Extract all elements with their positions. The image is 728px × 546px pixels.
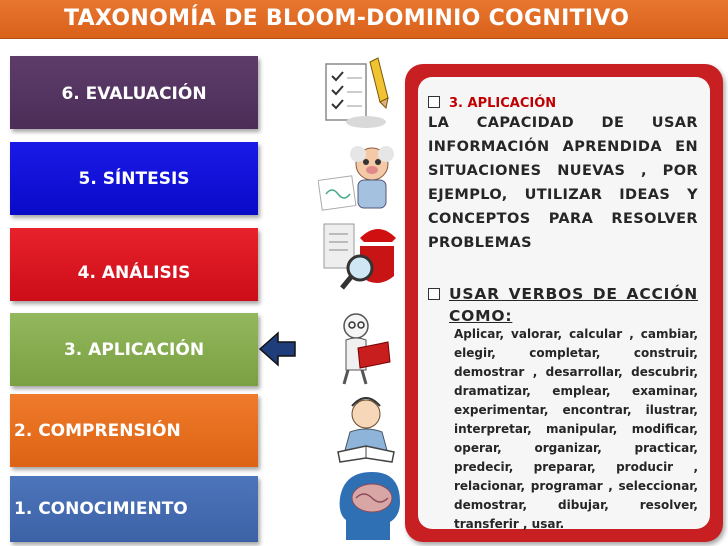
level-conocimiento: 1. CONOCIMIENTO bbox=[10, 476, 258, 542]
magnifier-detective-icon bbox=[323, 223, 396, 290]
verbs-list: Aplicar, valorar, calcular , cambiar, el… bbox=[454, 327, 698, 531]
level-aplicacion: 3. APLICACIÓN bbox=[10, 313, 258, 386]
level-sintesis: 5. SÍNTESIS bbox=[10, 142, 258, 215]
definition-text: LA CAPACIDAD DE USAR INFORMACIÓN APRENDI… bbox=[428, 115, 698, 251]
level-label: 4. ANÁLISIS bbox=[77, 263, 191, 283]
panel-heading: 3. APLICACIÓN bbox=[428, 96, 698, 111]
level-comprension: 2. COMPRENSIÓN bbox=[10, 394, 258, 467]
level-analisis: 4. ANÁLISIS bbox=[10, 228, 258, 301]
verbs-heading-text: USAR VERBOS DE ACCIÓN COMO: bbox=[449, 285, 698, 325]
panel-inner bbox=[418, 77, 710, 529]
arrow-left-icon bbox=[258, 331, 296, 367]
level-label: 5. SÍNTESIS bbox=[78, 168, 190, 189]
level-evaluacion: 6. EVALUACIÓN bbox=[10, 56, 258, 129]
professor-icon bbox=[318, 146, 394, 211]
checkbox-bullet-icon bbox=[428, 288, 440, 300]
definition-panel bbox=[405, 64, 723, 542]
level-label: 2. COMPRENSIÓN bbox=[14, 420, 181, 441]
panel-heading-text: 3. APLICACIÓN bbox=[449, 96, 557, 111]
level-label: 3. APLICACIÓN bbox=[63, 339, 205, 360]
level-label: 6. EVALUACIÓN bbox=[61, 84, 207, 104]
reader-book-icon bbox=[342, 313, 391, 385]
level-label: 1. CONOCIMIENTO bbox=[14, 499, 188, 519]
verbs-heading: USAR VERBOS DE ACCIÓN COMO: bbox=[428, 283, 698, 327]
page-title: TAXONOMÍA DE BLOOM-DOMINIO COGNITIVO bbox=[64, 6, 630, 31]
title-bar: TAXONOMÍA DE BLOOM-DOMINIO COGNITIVO bbox=[0, 0, 728, 39]
child-reading-icon bbox=[337, 397, 395, 463]
checkbox-bullet-icon bbox=[428, 96, 440, 108]
panel-content: 3. APLICACIÓN LA CAPACIDAD DE USAR INFOR… bbox=[428, 96, 698, 534]
checklist-pencil-icon bbox=[325, 57, 389, 128]
brain-head-icon bbox=[339, 472, 400, 540]
